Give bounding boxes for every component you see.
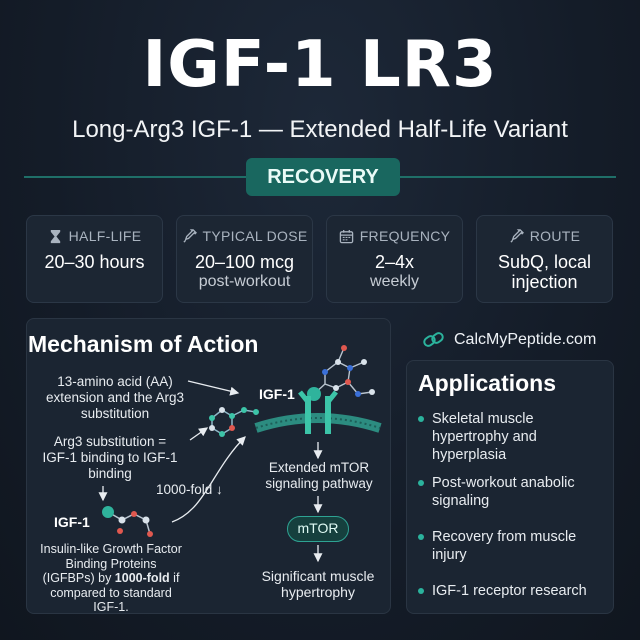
bullet-dot	[418, 588, 424, 594]
stat-card-route: ROUTE SubQ, local injection	[476, 215, 613, 303]
result-text: Significant muscle hypertrophy	[261, 568, 375, 600]
bullet-dot	[418, 416, 424, 422]
mechanism-title: Mechanism of Action	[28, 331, 259, 357]
divider-right	[400, 176, 616, 178]
category-badge: RECOVERY	[246, 158, 400, 196]
divider-left	[24, 176, 246, 178]
mtor-node: mTOR	[287, 516, 349, 542]
stat-subvalue: post-workout	[198, 273, 291, 290]
arg3-substitution-text: Arg3 substitution = IGF-1 binding to IGF…	[42, 434, 178, 481]
link-icon	[423, 332, 444, 347]
aa-extension-text: 13-amino acid (AA) extension and the Arg…	[45, 374, 185, 421]
syringe-icon	[510, 228, 524, 243]
page-subtitle: Long-Arg3 IGF-1 — Extended Half-Life Var…	[72, 116, 568, 143]
stat-subvalue: weekly	[370, 273, 419, 290]
igfbp-text: Insulin-like Growth Factor Binding Prote…	[40, 542, 182, 614]
list-item: Post-workout anabolic signaling	[418, 474, 612, 510]
site-text[interactable]: CalcMyPeptide.com	[454, 331, 597, 348]
stat-value: 2–4x	[374, 252, 415, 272]
arrow	[189, 427, 209, 441]
bullet-dot	[418, 480, 424, 486]
igf1-molecule-icon	[102, 506, 153, 537]
stat-label: HALF-LIFE	[68, 228, 142, 244]
igf1-label: IGF-1	[54, 514, 90, 530]
extended-pathway-text: Extended mTOR signaling pathway	[265, 460, 373, 491]
stat-value: 20–30 hours	[44, 252, 145, 272]
site-link[interactable]: CalcMyPeptide.com	[422, 330, 596, 350]
arrow	[171, 436, 246, 523]
receptor-icon	[254, 390, 382, 434]
applications-panel	[406, 360, 614, 614]
stat-value: SubQ, local	[497, 252, 592, 272]
list-item: Skeletal muscle hypertrophy and hyperpla…	[418, 410, 612, 464]
stat-subvalue: injection	[511, 272, 578, 292]
arrow	[187, 380, 240, 396]
list-item: IGF-1 receptor research	[418, 582, 612, 600]
syringe-icon	[182, 228, 197, 243]
stat-label: ROUTE	[529, 228, 581, 244]
stat-value: 20–100 mcg	[194, 252, 295, 272]
stat-card-frequency: FREQUENCY 2–4x weekly	[326, 215, 463, 303]
molecule-icon	[209, 407, 259, 437]
stat-label: TYPICAL DOSE	[202, 228, 308, 244]
fold-text: 1000-fold ↓	[156, 482, 223, 497]
list-item: Recovery from muscle injury	[418, 528, 612, 564]
page-title: IGF-1 LR3	[142, 28, 498, 102]
applications-title: Applications	[418, 370, 557, 396]
stat-card-typical-dose: TYPICAL DOSE 20–100 mcg post-workout	[176, 215, 313, 303]
stat-card-half-life: HALF-LIFE 20–30 hours	[26, 215, 163, 303]
stat-label: FREQUENCY	[359, 228, 451, 244]
bullet-dot	[418, 534, 424, 540]
igf1-receptor-label: IGF-1	[259, 386, 295, 402]
hourglass-icon	[50, 229, 60, 243]
ligand-molecule-icon	[307, 345, 375, 401]
calendar-icon	[339, 229, 353, 243]
